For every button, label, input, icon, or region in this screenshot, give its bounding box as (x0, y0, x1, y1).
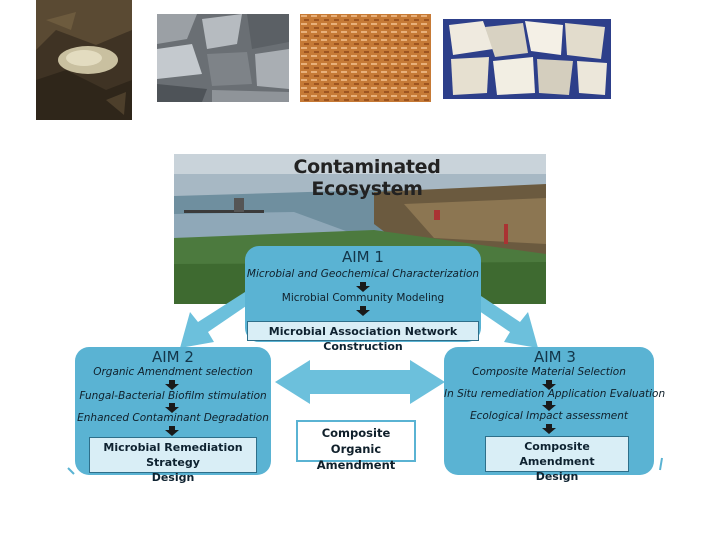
aim3-final-line2: Design (535, 470, 579, 483)
gray-shale-photo (157, 14, 289, 102)
aim1-title: AIM 1 (342, 248, 384, 266)
aim2-title: AIM 2 (152, 348, 194, 366)
hero-title: Contaminated Ecosystem (293, 156, 441, 200)
aim3-step-1: Composite Material Selection (472, 366, 626, 378)
aim3-final-line1: Composite Amendment (519, 440, 595, 468)
arrow-aim1-to-aim3 (466, 292, 538, 348)
aim2-final-line1: Microbial Remediation Strategy (103, 441, 243, 469)
aim2-step-1: Organic Amendment selection (93, 366, 253, 378)
aim3-title: AIM 3 (534, 348, 576, 366)
aim1-step-2: Microbial Community Modeling (281, 292, 445, 304)
orange-wood-chips-photo (300, 14, 431, 102)
dark-soil-photo (36, 0, 132, 120)
center-line1: Composite Organic (321, 426, 391, 456)
aim3-step-2: In Situ remediation Application Evaluati… (444, 388, 666, 400)
composite-organic-amendment-box: Composite Organic Amendment (296, 420, 416, 472)
aim1-step-1: Microbial and Geochemical Characterizati… (246, 268, 480, 280)
white-shells-photo (443, 19, 611, 99)
arrow-aim2-aim3-bidirectional (275, 360, 445, 404)
aim2-final-box: Microbial Remediation Strategy Design (89, 437, 257, 484)
aim3-step-3: Ecological Impact assessment (469, 410, 629, 422)
arrow-aim1-to-aim2 (180, 292, 252, 348)
center-line2: Amendment (316, 458, 396, 472)
aim2-final-line2: Design (151, 471, 195, 484)
aim2-step-3: Enhanced Contaminant Degradation (77, 412, 269, 424)
aim2-step-2: Fungal-Bacterial Biofilm stimulation (79, 390, 267, 402)
aim1-final-box: Microbial Association Network Constructi… (247, 321, 479, 353)
aim3-final-box: Composite Amendment Design (485, 436, 629, 483)
aim1-final-label: Microbial Association Network Constructi… (268, 325, 458, 353)
flow-arrows (67, 292, 663, 475)
